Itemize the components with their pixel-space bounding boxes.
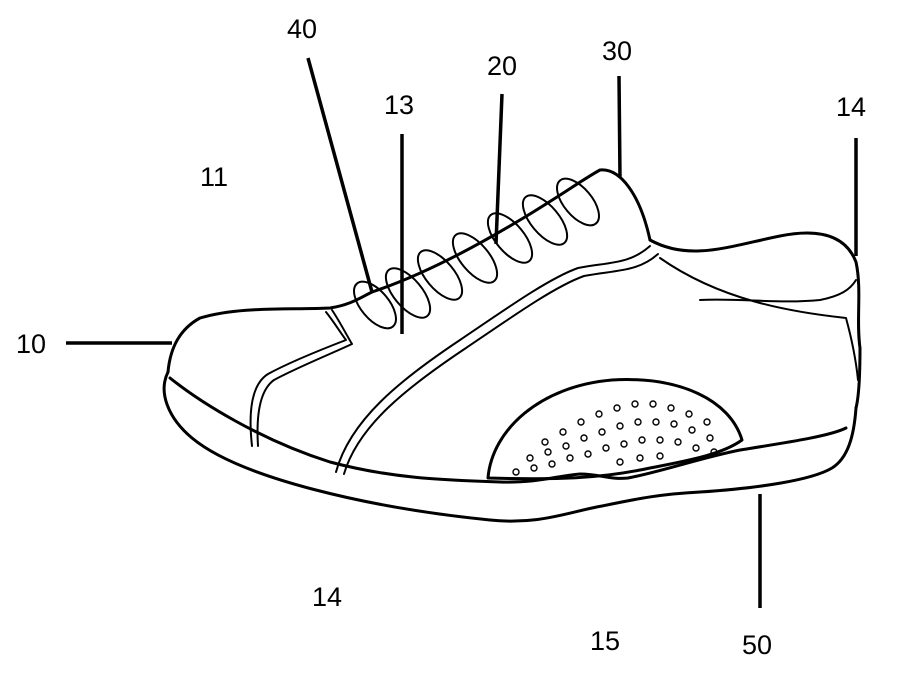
heel-counter: [659, 257, 859, 381]
laces: [353, 177, 600, 330]
upper-throat-to-collar: [370, 168, 652, 294]
label-50: 50: [742, 630, 773, 660]
label-14-side: 14: [312, 582, 343, 612]
label-13: 13: [384, 90, 415, 120]
collar-inner: [699, 279, 857, 303]
perforated-panel: [486, 378, 744, 481]
outsole: [162, 370, 858, 523]
label-20: 20: [487, 51, 518, 81]
leader-40: [306, 57, 374, 293]
collar: [648, 231, 862, 410]
label-10: 10: [16, 329, 47, 359]
label-11: 11: [200, 162, 229, 192]
leader-20: [494, 93, 504, 245]
leader-30: [617, 75, 622, 179]
perforations: [512, 400, 718, 476]
label-30: 30: [602, 36, 633, 66]
quarter-seam-inner: [343, 253, 659, 475]
label-14-heel: 14: [836, 92, 867, 122]
quarter-seam: [335, 245, 651, 473]
midsole-top-line: [168, 376, 848, 484]
label-15: 15: [590, 626, 621, 656]
toe-cap-seam-inner: [256, 309, 353, 447]
upper-toe: [166, 290, 374, 374]
label-40: 40: [287, 14, 318, 44]
toe-cap-seam: [249, 311, 347, 447]
